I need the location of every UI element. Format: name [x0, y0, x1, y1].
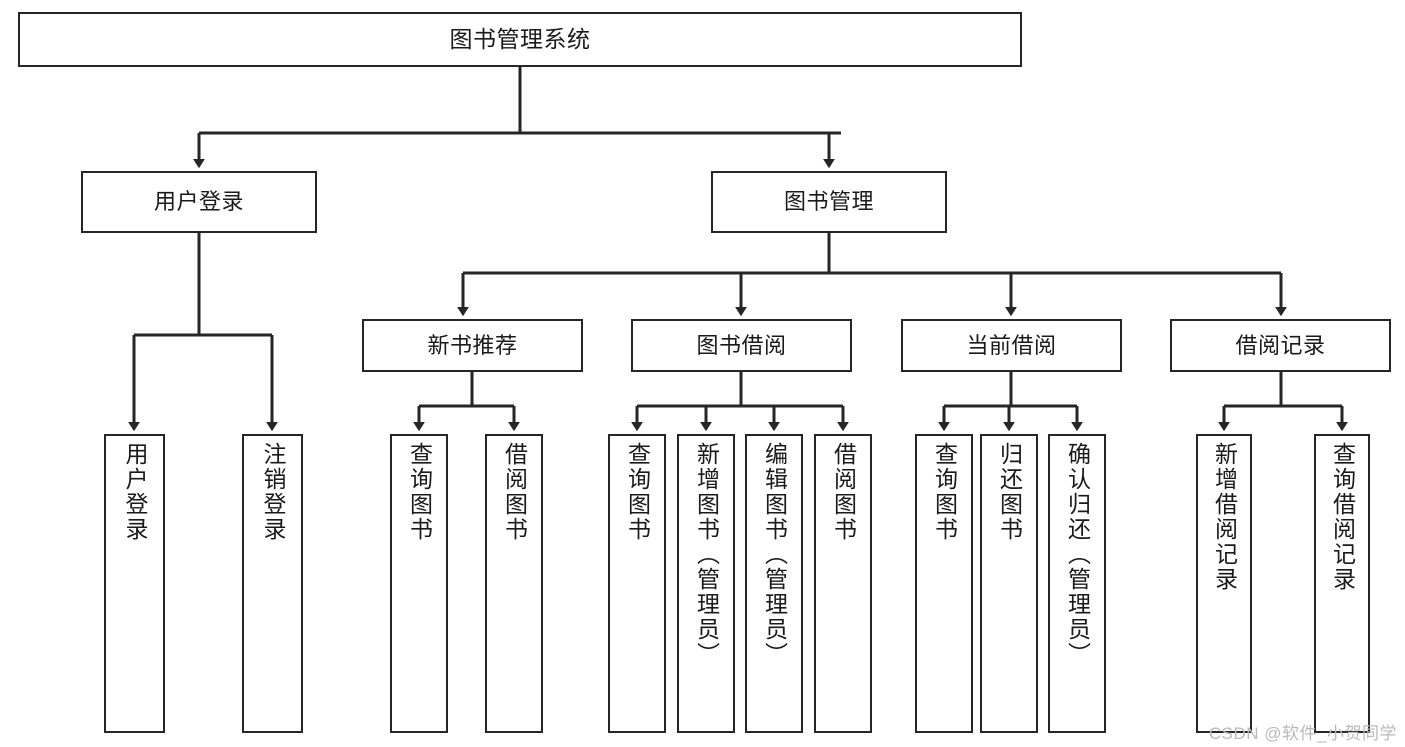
node-book-borrow-label: 图书借阅: [696, 332, 787, 358]
node-leaf-query-book-2-label: 查询图书: [624, 442, 651, 542]
node-current-borrow-label: 当前借阅: [966, 332, 1057, 358]
node-leaf-user-login[interactable]: 用户登录: [104, 434, 165, 733]
node-leaf-query-book-1[interactable]: 查询图书: [390, 434, 448, 733]
node-leaf-borrow-book-1-label: 借阅图书: [501, 442, 528, 542]
node-leaf-edit-book-label: 编辑图书（管理员）: [761, 442, 788, 667]
node-leaf-return-book[interactable]: 归还图书: [980, 434, 1038, 733]
node-leaf-query-record-label: 查询借阅记录: [1329, 442, 1356, 592]
node-leaf-add-record[interactable]: 新增借阅记录: [1196, 434, 1252, 733]
node-new-book-recommend[interactable]: 新书推荐: [362, 319, 583, 372]
node-current-borrow[interactable]: 当前借阅: [901, 319, 1122, 372]
node-leaf-confirm-return-label: 确认归还（管理员）: [1064, 442, 1091, 667]
node-borrow-record-label: 借阅记录: [1235, 332, 1326, 358]
node-borrow-record[interactable]: 借阅记录: [1170, 319, 1391, 372]
node-leaf-borrow-book-2[interactable]: 借阅图书: [814, 434, 872, 733]
node-root-label: 图书管理系统: [449, 25, 591, 52]
node-leaf-logout-label: 注销登录: [260, 442, 286, 542]
node-leaf-add-book[interactable]: 新增图书（管理员）: [677, 434, 735, 733]
node-new-book-recommend-label: 新书推荐: [427, 332, 518, 358]
node-book-manage[interactable]: 图书管理: [711, 171, 947, 233]
node-user-login-label: 用户登录: [153, 189, 244, 215]
node-book-manage-label: 图书管理: [783, 189, 874, 215]
node-leaf-confirm-return[interactable]: 确认归还（管理员）: [1048, 434, 1106, 733]
node-leaf-query-book-3[interactable]: 查询图书: [915, 434, 973, 733]
node-leaf-user-login-label: 用户登录: [122, 442, 148, 542]
node-leaf-add-book-label: 新增图书（管理员）: [693, 442, 720, 667]
node-leaf-query-book-1-label: 查询图书: [406, 442, 433, 542]
node-leaf-logout[interactable]: 注销登录: [242, 434, 303, 733]
node-leaf-add-record-label: 新增借阅记录: [1211, 442, 1238, 592]
node-leaf-query-book-2[interactable]: 查询图书: [608, 434, 666, 733]
node-leaf-return-book-label: 归还图书: [996, 442, 1023, 542]
node-leaf-borrow-book-1[interactable]: 借阅图书: [485, 434, 543, 733]
node-root[interactable]: 图书管理系统: [18, 12, 1022, 67]
node-leaf-query-book-3-label: 查询图书: [931, 442, 958, 542]
node-leaf-query-record[interactable]: 查询借阅记录: [1314, 434, 1370, 733]
node-leaf-edit-book[interactable]: 编辑图书（管理员）: [745, 434, 803, 733]
node-book-borrow[interactable]: 图书借阅: [631, 319, 852, 372]
node-leaf-borrow-book-2-label: 借阅图书: [830, 442, 857, 542]
node-user-login[interactable]: 用户登录: [81, 171, 317, 233]
